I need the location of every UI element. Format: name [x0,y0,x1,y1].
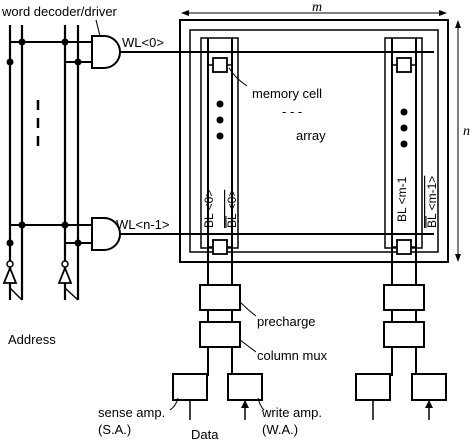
dimension-m [181,10,447,16]
memory-cell-bottom-left [208,239,232,255]
array-label: array [296,128,326,143]
sense-amp-block-left [172,373,208,401]
blb0-label: BL <0> [225,190,239,228]
data-label: Data [191,427,219,442]
and-gate-wln1 [91,217,121,251]
sense-amp-label-line1: sense amp. [98,405,165,420]
array-dashes: - - - [282,104,302,119]
column-dots-right [400,108,408,148]
wln1-label: WL<n-1> [116,217,169,232]
column-dots-left [216,100,224,140]
blm1-label: BL <m-1 [395,176,409,222]
write-amp-label-line2: (W.A.) [262,422,298,437]
inverter-right [57,260,73,284]
wl0-label: WL<0> [122,35,164,50]
sense-amp-label-line2: (S.A.) [98,422,131,437]
dimension-n [455,20,461,262]
data-lines [189,400,433,420]
memory-cell-top-left [208,57,232,73]
and-gate-wl0 [91,35,121,69]
column-mux-block-left [199,321,241,348]
memory-cell-top-right [392,57,416,73]
array-inner-border [189,29,439,253]
address-label: Address [8,332,56,347]
array-outer-border [179,19,449,263]
peripheral-wires [207,310,417,376]
address-lines [6,25,92,300]
memory-cell-bottom-right [392,239,416,255]
n-label: n [463,124,470,139]
write-amp-block-right [411,373,447,401]
precharge-label: precharge [257,314,316,329]
inverter-left [2,260,18,284]
word-decoder-label: word decoder/driver [1,4,118,19]
m-label: m [312,0,322,15]
sense-amp-block-right [355,373,391,401]
column-mux-label: column mux [257,348,328,363]
write-amp-label-line1: write amp. [261,405,322,420]
memory-cell-label: memory cell [252,86,322,101]
bit-lines [207,38,417,285]
precharge-block-left [199,284,241,311]
blbm1-label: BL <m-1> [425,176,439,228]
precharge-block-right [383,284,425,311]
bl0-label: BL <0> [202,190,216,228]
write-amp-block-left [227,373,263,401]
column-mux-block-right [383,321,425,348]
